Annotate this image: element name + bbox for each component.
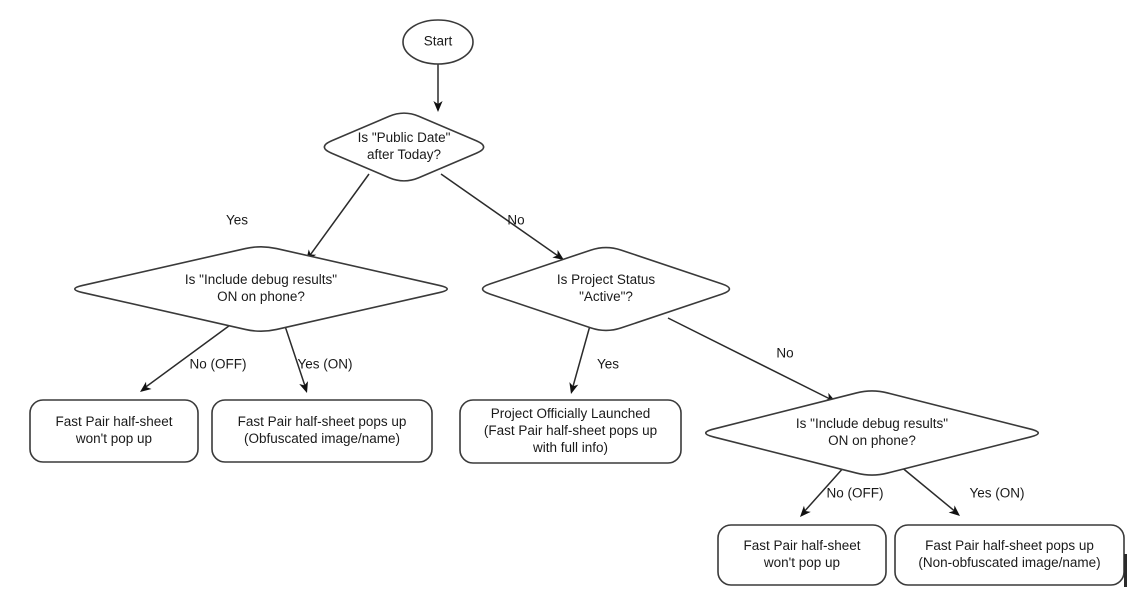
start-node[interactable]: Start [402,19,474,65]
outcome-no-popup-left-line-1: Fast Pair half-sheet [55,414,172,429]
artifacts-layer [1124,554,1127,587]
edge-start-to-public-date [433,64,443,112]
outcome-obfuscated-line-2: (Obfuscated image/name) [244,431,400,446]
decision-include-debug-right-line-2: ON on phone? [828,433,916,448]
edge-project-status-yes-arrowhead [569,382,579,394]
edge-project-status-no-label: No [776,346,793,361]
edge-debug-left-no-off-arrowhead [140,381,152,392]
edge-debug-left-no-off-label: No (OFF) [190,357,247,372]
edge-public-date-no-line [440,173,562,259]
outcome-non-obfuscated-line-1: Fast Pair half-sheet pops up [925,538,1094,553]
edge-debug-left-yes-on-line [282,319,307,390]
decision-include-debug-left[interactable]: Is "Include debug results" ON on phone? [74,245,448,333]
edge-public-date-no-label: No [507,213,524,228]
outcome-obfuscated-line-1: Fast Pair half-sheet pops up [238,414,407,429]
edge-debug-right-no-off: No (OFF) [800,465,884,517]
decision-include-debug-right[interactable]: Is "Include debug results" ON on phone? [704,390,1040,476]
edge-project-status-yes: Yes [569,321,619,394]
decision-project-status-line-2: "Active"? [579,289,633,304]
outcome-no-popup-left-line-2: won't pop up [75,431,152,446]
outcome-non-obfuscated[interactable]: Fast Pair half-sheet pops up (Non-obfusca… [894,524,1125,586]
edge-project-status-yes-label: Yes [597,357,619,372]
decision-project-status[interactable]: Is Project Status "Active"? [481,246,731,332]
nodes-layer: Start Is "Public Date" after Today? Is "Inc… [29,19,1125,586]
edge-project-status-no: No [667,317,836,402]
start-node-shape[interactable] [402,19,474,65]
edge-debug-left-yes-on-arrowhead [299,381,308,393]
outcome-officially-launched-line-3: with full info) [532,440,608,455]
decision-public-date-shape[interactable] [323,112,485,182]
edge-debug-right-yes-on-arrowhead [948,505,960,516]
decision-public-date-line-1: Is "Public Date" [358,130,451,145]
edge-project-status-no-line [667,317,833,401]
outcome-no-popup-right-shape[interactable] [717,524,887,586]
edge-debug-left-yes-on: Yes (ON) [282,319,353,393]
edge-debug-right-yes-on: Yes (ON) [899,465,1025,516]
outcome-officially-launched[interactable]: Project Officially Launched (Fast Pair ha… [459,399,682,464]
edge-project-status-yes-line [571,321,592,391]
edge-debug-left-yes-on-label: Yes (ON) [297,357,352,372]
edge-debug-right-yes-on-label: Yes (ON) [969,486,1024,501]
outcome-no-popup-left-shape[interactable] [29,399,199,463]
outcome-no-popup-right-line-1: Fast Pair half-sheet [743,538,860,553]
outcome-officially-launched-shape[interactable] [459,399,682,464]
outcome-non-obfuscated-line-2: (Non-obfuscated image/name) [918,555,1100,570]
edge-start-to-public-date-arrowhead [433,101,443,112]
start-node-line-1: Start [424,34,453,49]
page-edge-mark [1124,554,1127,587]
edge-debug-right-no-off-arrowhead [800,505,811,517]
outcome-no-popup-right-line-2: won't pop up [763,555,840,570]
outcome-no-popup-left[interactable]: Fast Pair half-sheet won't pop up [29,399,199,463]
outcome-officially-launched-line-1: Project Officially Launched [491,406,651,421]
decision-include-debug-left-line-2: ON on phone? [217,289,305,304]
edge-debug-left-no-off: No (OFF) [140,319,247,392]
edge-debug-left-no-off-line [142,319,238,390]
edge-public-date-no: No [440,173,564,260]
decision-public-date-line-2: after Today? [367,147,441,162]
outcome-obfuscated[interactable]: Fast Pair half-sheet pops up (Obfuscated … [211,399,433,463]
decision-project-status-shape[interactable] [481,246,731,332]
decision-project-status-line-1: Is Project Status [557,272,656,287]
edge-public-date-yes-line [307,173,370,259]
decision-include-debug-right-shape[interactable] [704,390,1040,476]
outcome-officially-launched-line-2: (Fast Pair half-sheet pops up [484,423,657,438]
edge-debug-right-yes-on-line [899,465,958,514]
outcome-no-popup-right[interactable]: Fast Pair half-sheet won't pop up [717,524,887,586]
decision-public-date[interactable]: Is "Public Date" after Today? [323,112,485,182]
outcome-obfuscated-shape[interactable] [211,399,433,463]
decision-include-debug-right-line-1: Is "Include debug results" [796,416,948,431]
edge-debug-right-no-off-label: No (OFF) [827,486,884,501]
edge-debug-right-no-off-line [802,465,846,514]
decision-include-debug-left-line-1: Is "Include debug results" [185,272,337,287]
edge-public-date-no-arrowhead [552,249,564,260]
edge-public-date-yes-label: Yes [226,213,248,228]
decision-include-debug-left-shape[interactable] [74,245,448,333]
